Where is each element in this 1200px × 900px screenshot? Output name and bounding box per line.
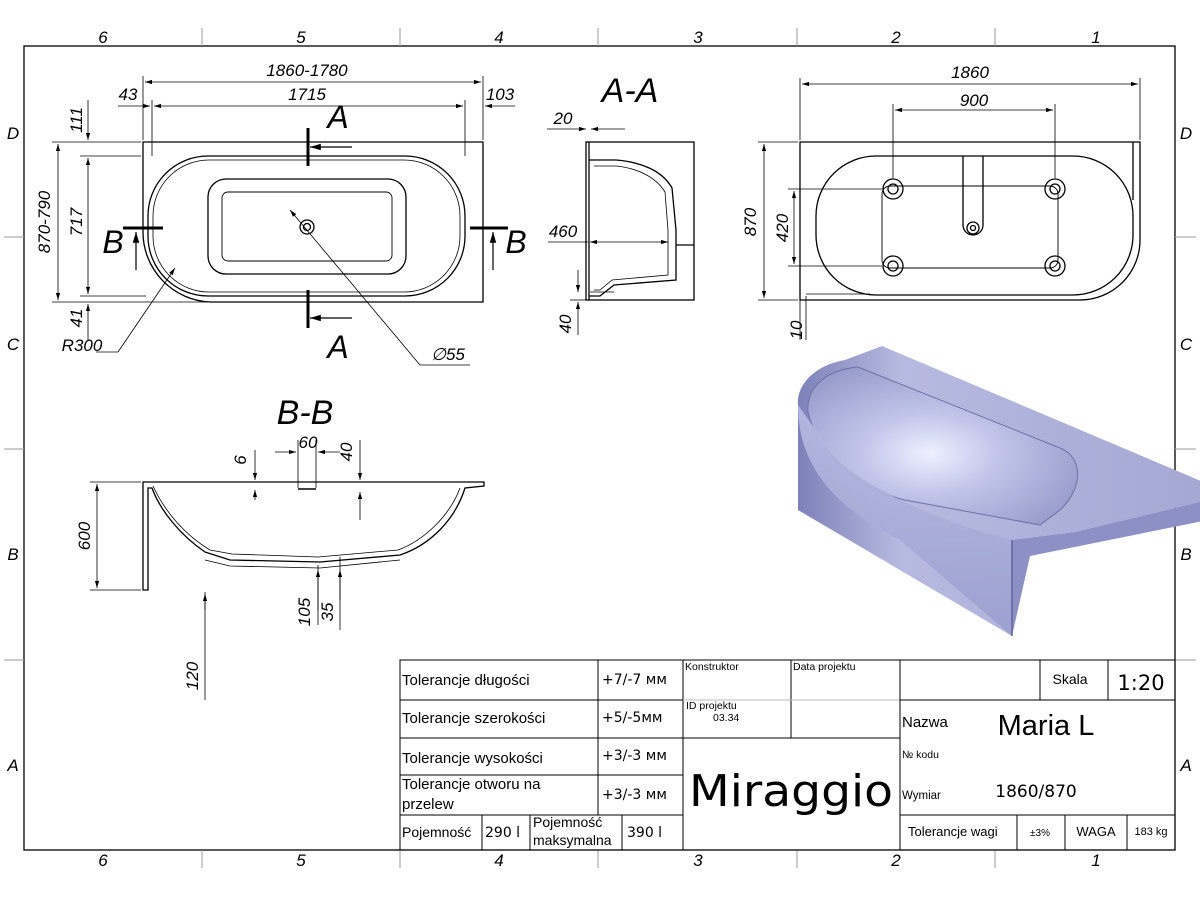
bathtub-3d-render <box>797 346 1200 636</box>
section-b-label-left: B <box>102 224 123 260</box>
dim-overall-length: 1860-1780 <box>266 61 348 80</box>
name-label: Nazwa <box>902 714 949 731</box>
dim-bb-depth: 600 <box>75 521 94 550</box>
section-a-label-top: A <box>325 99 348 135</box>
size-label: Wymiar <box>902 790 941 802</box>
section-a-label-bottom: A <box>325 329 348 365</box>
dim-bottom-length: 1860 <box>951 63 989 82</box>
dim-left-offset: 43 <box>119 85 138 104</box>
size-value: 1860/870 <box>995 782 1076 802</box>
tol-overflow-value: +3/-3 мм <box>602 787 667 803</box>
row-label: C <box>7 335 20 354</box>
tol-width-value: +5/-5мм <box>602 710 662 726</box>
dim-feet-spacing: 900 <box>960 91 989 110</box>
weight-label: WAGA <box>1076 824 1116 839</box>
column-label: 5 <box>296 28 306 47</box>
weight-value: 183 kg <box>1134 826 1167 838</box>
row-label: B <box>1180 545 1191 564</box>
tol-overflow-label-line2: przelew <box>402 796 454 813</box>
tol-height-value: +3/-3 мм <box>602 748 667 764</box>
dim-aa-top: 20 <box>553 109 573 128</box>
dim-bb-drain-height: 105 <box>295 597 314 626</box>
weight-tolerance-value: ±3% <box>1030 828 1050 839</box>
capacity-max-label-line1: Pojemność <box>533 814 602 830</box>
dim-bottom-width: 870 <box>741 207 760 236</box>
dim-bottom-rim: 10 <box>787 320 806 339</box>
scale-value: 1:20 <box>1117 671 1164 695</box>
row-label: D <box>1180 124 1192 143</box>
tol-length-value: +7/-7 мм <box>602 672 667 688</box>
row-label: D <box>7 124 19 143</box>
row-label: B <box>7 545 18 564</box>
dim-aa-bottom: 40 <box>556 314 575 333</box>
bottom-view-dimensions <box>758 78 1141 340</box>
column-label: 2 <box>890 851 901 870</box>
column-label: 3 <box>693 851 703 870</box>
column-label: 2 <box>890 28 901 47</box>
dim-feet-width: 420 <box>773 213 792 242</box>
section-bb-view: B-B 60 6 40 600 <box>75 394 485 700</box>
product-name: Maria L <box>998 710 1095 742</box>
brand-logo-text: Miraggio <box>689 766 893 817</box>
dim-bb-drain-offset: 35 <box>318 602 337 621</box>
title-block: Tolerancje długości Tolerancje szerokośc… <box>399 659 1176 851</box>
dim-right-offset: 103 <box>486 85 515 104</box>
dim-bb-overflow-width: 60 <box>299 433 318 452</box>
tol-width-label: Tolerancje szerokości <box>402 710 545 727</box>
column-label: 5 <box>296 851 306 870</box>
capacity-label: Pojemność <box>402 824 471 840</box>
scale-label: Skala <box>1052 671 1087 687</box>
project-id-value: 03.34 <box>713 712 739 724</box>
row-label: A <box>1179 756 1191 775</box>
column-label: 6 <box>98 851 108 870</box>
code-label: № kodu <box>902 749 939 761</box>
tol-length-label: Tolerancje długości <box>402 672 530 689</box>
dim-basin-width: 717 <box>67 207 86 236</box>
section-aa-dimensions <box>547 126 668 335</box>
section-b-label-right: B <box>505 224 526 260</box>
column-label: 4 <box>494 851 503 870</box>
project-id-label: ID projektu <box>686 700 737 712</box>
section-aa-title: A-A <box>600 72 659 110</box>
dim-bottom-offset: 41 <box>67 309 86 328</box>
bottom-view: 1860 900 870 420 10 <box>741 63 1141 340</box>
dim-top-offset: 111 <box>67 107 86 133</box>
capacity-max-label-line2: maksymalna <box>533 832 612 848</box>
dim-bb-overflow-offset: 6 <box>231 455 250 465</box>
column-label: 1 <box>1091 851 1100 870</box>
dim-drain-diameter: ∅55 <box>431 345 465 364</box>
dim-overall-width: 870-790 <box>35 190 54 253</box>
tol-height-label: Tolerancje wysokości <box>402 750 543 767</box>
column-label: 6 <box>98 28 108 47</box>
dim-aa-depth: 460 <box>549 222 578 241</box>
row-label: A <box>6 756 18 775</box>
capacity-value: 290 l <box>485 825 520 841</box>
konstruktor-label: Konstruktor <box>685 661 739 673</box>
column-label: 3 <box>693 28 703 47</box>
column-label: 1 <box>1091 28 1100 47</box>
section-bb-dimensions <box>90 440 363 700</box>
tol-overflow-label-line1: Tolerancje otworu na <box>402 776 541 793</box>
dim-bb-base-height: 120 <box>183 661 202 690</box>
dim-bb-overflow-height: 40 <box>337 442 356 461</box>
section-aa-view: A-A 20 460 40 <box>547 72 695 335</box>
dim-corner-radius: R300 <box>62 336 103 355</box>
top-view-dimensions <box>52 76 515 366</box>
row-label: C <box>1180 335 1193 354</box>
section-bb-title: B-B <box>277 394 334 432</box>
section-markers <box>123 128 508 328</box>
column-label: 4 <box>494 28 503 47</box>
top-view-outline <box>142 141 484 303</box>
project-date-label: Data projektu <box>793 661 856 673</box>
dim-inner-length: 1715 <box>288 85 326 104</box>
top-view: A A B B 1860-1780 1715 43 103 111 <box>35 61 527 366</box>
weight-tolerance-label: Tolerancje wagi <box>908 824 998 839</box>
capacity-max-value: 390 l <box>627 825 662 841</box>
